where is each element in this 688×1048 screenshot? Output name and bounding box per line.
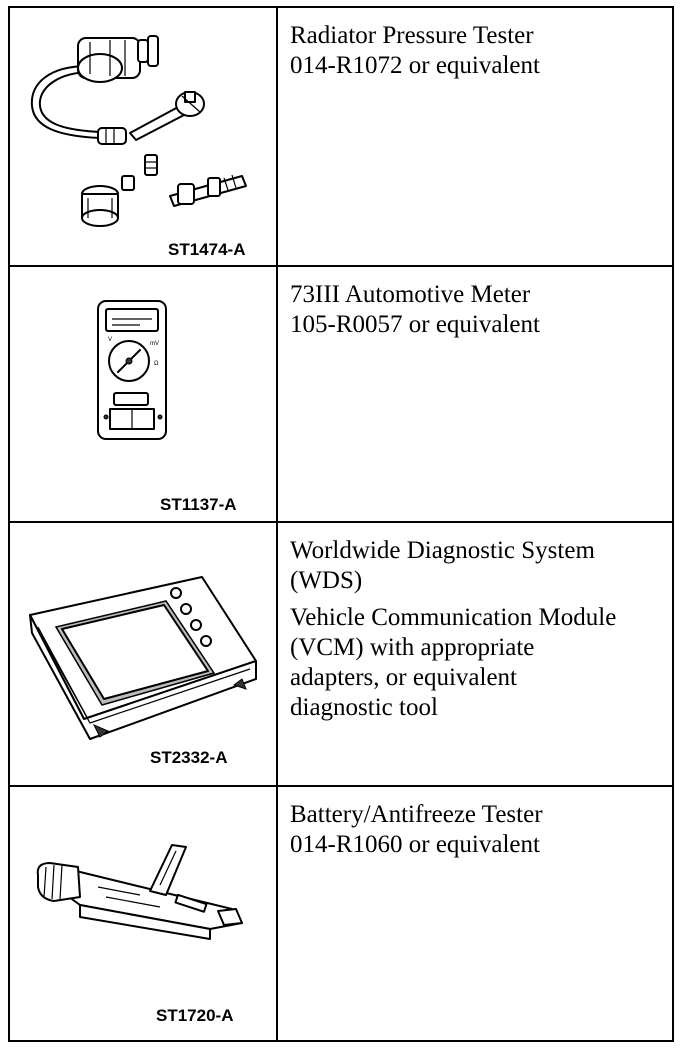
- tool-part-number: 105-R0057 or equivalent: [290, 311, 540, 338]
- illustration-cell: ST1474-A: [8, 6, 278, 267]
- image-code: ST2332-A: [150, 748, 228, 767]
- image-code: ST1474-A: [168, 240, 246, 259]
- automotive-meter-icon: V mV Ω: [97, 300, 167, 440]
- illustration-cell: V mV Ω ST1137-A: [8, 265, 278, 523]
- illustration-cell: ST1720-A: [8, 785, 278, 1042]
- tool-name: Radiator Pressure Tester: [290, 22, 534, 49]
- description-cell: 73III Automotive Meter 105-R0057 or equi…: [276, 265, 674, 523]
- special-tools-table: ST1474-A Radiator Pressure Tester 014-R1…: [8, 6, 674, 1042]
- tool-part-number: 014-R1060 or equivalent: [290, 831, 540, 858]
- tool-name-line: adapters, or equivalent: [290, 664, 517, 691]
- tool-name-line: (VCM) with appropriate: [290, 634, 535, 661]
- diagnostic-system-icon: [29, 576, 257, 740]
- radiator-pressure-tester-icon: [30, 35, 247, 227]
- description-cell: Radiator Pressure Tester 014-R1072 or eq…: [276, 6, 674, 267]
- tool-name: 73III Automotive Meter: [290, 281, 531, 308]
- svg-text:Ω: Ω: [154, 361, 159, 367]
- tool-name: Worldwide Diagnostic System: [290, 537, 595, 564]
- tool-name-line: diagnostic tool: [290, 694, 438, 721]
- illustration-cell: ST2332-A: [8, 521, 278, 787]
- table-row: ST1474-A Radiator Pressure Tester 014-R1…: [8, 6, 674, 267]
- table-row: ST1720-A Battery/Antifreeze Tester 014-R…: [8, 785, 674, 1042]
- table-row: V mV Ω ST1137-A 73III Automotive Meter 1…: [8, 265, 674, 523]
- battery-antifreeze-tester-icon: [36, 844, 243, 940]
- image-code: ST1137-A: [160, 495, 237, 514]
- tool-part-number: 014-R1072 or equivalent: [290, 52, 540, 79]
- description-cell: Battery/Antifreeze Tester 014-R1060 or e…: [276, 785, 674, 1042]
- tool-name: Battery/Antifreeze Tester: [290, 801, 543, 828]
- description-cell: Worldwide Diagnostic System (WDS) Vehicl…: [276, 521, 674, 787]
- svg-text:V: V: [108, 337, 112, 343]
- tool-paragraph: Worldwide Diagnostic System (WDS): [290, 536, 662, 596]
- image-code: ST1720-A: [156, 1006, 234, 1025]
- tool-name: Vehicle Communication Module: [290, 604, 617, 631]
- svg-text:mV: mV: [150, 341, 159, 347]
- tool-name-line: (WDS): [290, 567, 363, 594]
- table-row: ST2332-A Worldwide Diagnostic System (WD…: [8, 521, 674, 787]
- tool-paragraph: Vehicle Communication Module (VCM) with …: [290, 603, 662, 723]
